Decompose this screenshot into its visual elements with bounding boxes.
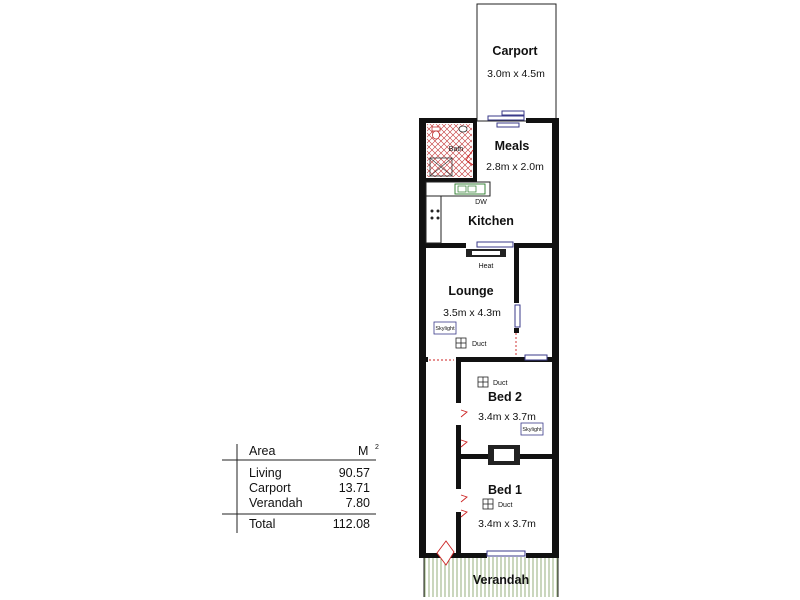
verandah-label: Verandah (473, 573, 529, 587)
area-total-label: Total (249, 517, 275, 531)
carport-label: Carport (492, 44, 538, 58)
doors (429, 149, 517, 518)
heater-icon (466, 249, 506, 257)
area-table: Area M 2 Living 90.57 Carport 13.71 Vera… (222, 444, 379, 533)
area-row-2-label: Verandah (249, 496, 303, 510)
basin-icon (458, 125, 468, 133)
shower (429, 157, 453, 177)
dw-label: DW (475, 199, 487, 206)
carport-outline (476, 3, 557, 122)
lounge-dims: 3.5m x 4.3m (443, 307, 501, 319)
bed1-dims: 3.4m x 3.7m (478, 518, 536, 530)
duct-icon (482, 498, 494, 510)
bed2-duct-label: Duct (493, 380, 507, 387)
area-header-label: Area (249, 444, 275, 458)
windows (476, 110, 548, 557)
area-row-1-label: Carport (249, 481, 291, 495)
cooktop-icon (430, 209, 440, 220)
bed2-label: Bed 2 (488, 390, 522, 404)
lounge-skylight-label: Skylight (435, 326, 455, 332)
area-row-2-value: 7.80 (346, 496, 370, 510)
bed2-skylight-label: Skylight (522, 427, 542, 433)
heat-label: Heat (479, 263, 494, 270)
area-header-unit: M (358, 444, 368, 458)
bath-label: Bath (449, 146, 464, 153)
skylight-icon (520, 422, 544, 436)
bed2-dims: 3.4m x 3.7m (478, 411, 536, 423)
entry-door (436, 540, 455, 566)
kitchen-label: Kitchen (468, 214, 514, 228)
area-total-value: 112.08 (333, 517, 370, 531)
outer-walls (419, 118, 559, 558)
toilet-icon (431, 126, 441, 140)
bed1-label: Bed 1 (488, 483, 522, 497)
area-header-unit-sup: 2 (375, 444, 379, 451)
lounge-duct-label: Duct (472, 341, 486, 348)
meals-dims: 2.8m x 2.0m (486, 161, 544, 173)
skylight-icon (433, 321, 457, 335)
sink-icon (454, 183, 486, 195)
lounge-label: Lounge (448, 284, 493, 298)
bed1-duct-label: Duct (498, 502, 512, 509)
area-row-1-value: 13.71 (339, 481, 370, 495)
area-row-0-value: 90.57 (339, 466, 370, 480)
area-row-0-label: Living (249, 466, 282, 480)
carport-dims: 3.0m x 4.5m (487, 68, 545, 80)
wardrobe-icon (488, 445, 520, 465)
meals-label: Meals (495, 139, 530, 153)
duct-icon (455, 337, 467, 349)
duct-icon (477, 376, 489, 388)
